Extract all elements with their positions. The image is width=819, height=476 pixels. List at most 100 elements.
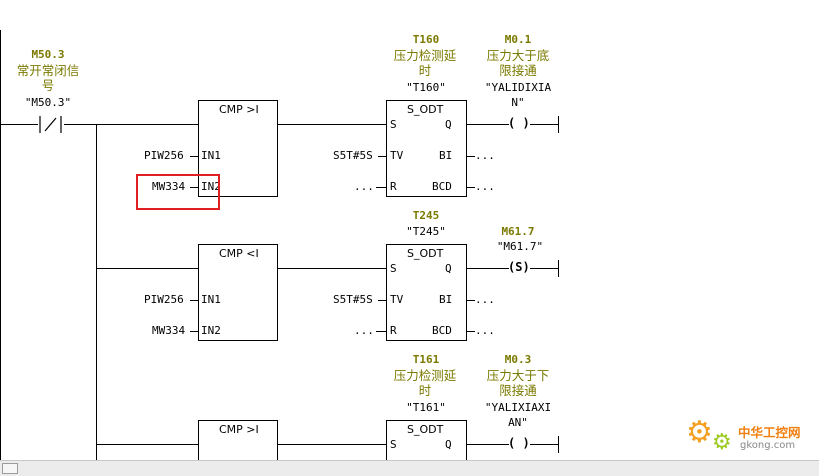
bcd-operand[interactable]: ... bbox=[475, 324, 495, 337]
ladder-editor-canvas[interactable]: M50.3 常开常闭信 号 "M50.3" CMP >I IN1 IN2 PIW… bbox=[0, 0, 819, 460]
coil-comment: 压力大于下 限接通 bbox=[486, 368, 550, 398]
pin-in2: IN2 bbox=[201, 324, 221, 337]
watermark-name: 中华工控网 bbox=[738, 425, 801, 440]
watermark: ⚙ ⚙ 中华工控网 gkong.com bbox=[686, 416, 812, 460]
rung-end bbox=[558, 116, 559, 133]
wire bbox=[467, 331, 475, 332]
timer-type: S_ODT bbox=[407, 247, 444, 260]
pin-q: Q bbox=[445, 438, 452, 451]
wire bbox=[1, 124, 38, 125]
wire bbox=[378, 156, 386, 157]
timer-block[interactable]: S_ODT S Q TV BI R BCD bbox=[386, 100, 467, 197]
compare-block[interactable]: CMP >I IN1 IN2 bbox=[198, 100, 278, 197]
pin-in2: IN2 bbox=[201, 180, 221, 193]
wire bbox=[190, 156, 198, 157]
pin-in1: IN1 bbox=[201, 293, 221, 306]
tv-operand[interactable]: S5T#5S bbox=[333, 149, 373, 162]
timer-address: T160 bbox=[412, 33, 440, 46]
r-operand[interactable]: ... bbox=[354, 324, 374, 337]
pin-in1: IN1 bbox=[201, 149, 221, 162]
timer-comment: 压力检测延 时 bbox=[393, 368, 457, 398]
horizontal-scrollbar[interactable] bbox=[0, 460, 819, 476]
coil-address: M61.7 bbox=[501, 225, 535, 238]
wire bbox=[530, 444, 558, 445]
gear-icon: ⚙ bbox=[686, 415, 713, 450]
set-coil-icon[interactable]: (S) bbox=[508, 260, 530, 274]
timer-block[interactable]: S_ODT S Q bbox=[386, 420, 467, 460]
wire bbox=[530, 268, 558, 269]
wire bbox=[376, 331, 386, 332]
wire bbox=[467, 444, 509, 445]
r-operand[interactable]: ... bbox=[354, 180, 374, 193]
pin-tv: TV bbox=[390, 149, 404, 162]
in1-operand[interactable]: PIW256 bbox=[144, 293, 184, 306]
timer-address: T245 bbox=[412, 209, 440, 222]
coil-address: M0.1 bbox=[504, 33, 532, 46]
pin-r: R bbox=[390, 180, 397, 193]
compare-label: CMP >I bbox=[219, 103, 259, 116]
pin-bcd: BCD bbox=[432, 180, 452, 193]
branch-wire bbox=[96, 124, 97, 460]
pin-q: Q bbox=[445, 118, 452, 131]
timer-symbol: "T160" bbox=[406, 81, 446, 94]
coil-symbol-line2: AN" bbox=[508, 416, 528, 429]
compare-label: CMP <I bbox=[219, 247, 259, 260]
pin-r: R bbox=[390, 324, 397, 337]
watermark-url: gkong.com bbox=[740, 440, 796, 451]
compare-label: CMP >I bbox=[219, 423, 259, 436]
coil-icon[interactable]: ( ) bbox=[508, 116, 530, 130]
compare-block[interactable]: CMP >I bbox=[198, 420, 278, 460]
wire bbox=[376, 187, 386, 188]
wire bbox=[190, 187, 198, 188]
contact-symbol: "M50.3" bbox=[24, 96, 72, 109]
timer-block[interactable]: S_ODT S Q TV BI R BCD bbox=[386, 244, 467, 341]
wire bbox=[467, 300, 475, 301]
compare-block[interactable]: CMP <I IN1 IN2 bbox=[198, 244, 278, 341]
coil-symbol-line1: "M61.7" bbox=[496, 240, 544, 253]
bi-operand[interactable]: ... bbox=[475, 149, 495, 162]
in2-operand[interactable]: MW334 bbox=[152, 324, 186, 337]
pin-q: Q bbox=[445, 262, 452, 275]
timer-symbol: "T161" bbox=[406, 401, 446, 414]
pin-s: S bbox=[390, 262, 397, 275]
in2-highlight-box bbox=[136, 174, 220, 210]
wire bbox=[467, 124, 509, 125]
pin-tv: TV bbox=[390, 293, 404, 306]
contact-comment: 常开常闭信 号 bbox=[16, 63, 80, 93]
pin-bcd: BCD bbox=[432, 324, 452, 337]
wire bbox=[467, 187, 475, 188]
nc-contact-icon[interactable] bbox=[38, 116, 64, 133]
pin-bi: BI bbox=[439, 293, 453, 306]
timer-address: T161 bbox=[412, 353, 440, 366]
rung-end bbox=[558, 436, 559, 453]
wire bbox=[467, 156, 475, 157]
bcd-operand[interactable]: ... bbox=[475, 180, 495, 193]
pin-bi: BI bbox=[439, 149, 453, 162]
wire bbox=[190, 300, 198, 301]
timer-type: S_ODT bbox=[407, 103, 444, 116]
wire bbox=[530, 124, 558, 125]
coil-comment: 压力大于底 限接通 bbox=[486, 48, 550, 78]
bi-operand[interactable]: ... bbox=[475, 293, 495, 306]
timer-type: S_ODT bbox=[407, 423, 444, 436]
timer-symbol: "T245" bbox=[406, 225, 446, 238]
gear-icon: ⚙ bbox=[712, 430, 732, 455]
coil-symbol-line2: N" bbox=[511, 96, 525, 109]
coil-icon[interactable]: ( ) bbox=[508, 436, 530, 450]
timer-comment: 压力检测延 时 bbox=[393, 48, 457, 78]
rung-end bbox=[558, 260, 559, 277]
wire bbox=[278, 268, 386, 269]
in1-operand[interactable]: PIW256 bbox=[144, 149, 184, 162]
scroll-left-button[interactable] bbox=[2, 463, 18, 474]
wire bbox=[96, 444, 198, 445]
coil-symbol-line1: "YALIXIAXI bbox=[484, 401, 552, 414]
coil-symbol-line1: "YALIDIXIA bbox=[484, 81, 552, 94]
in2-operand[interactable]: MW334 bbox=[152, 180, 186, 193]
wire bbox=[278, 124, 386, 125]
wire bbox=[278, 444, 386, 445]
pin-s: S bbox=[390, 118, 397, 131]
contact-address: M50.3 bbox=[31, 48, 65, 61]
wire bbox=[378, 300, 386, 301]
tv-operand[interactable]: S5T#5S bbox=[333, 293, 373, 306]
power-rail bbox=[0, 30, 1, 460]
